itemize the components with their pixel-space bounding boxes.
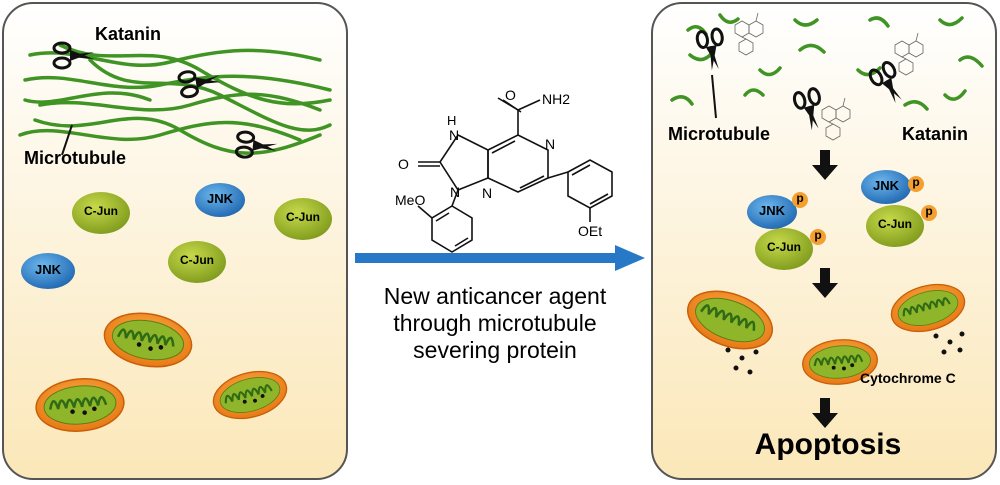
jnk-label: JNK: [206, 191, 233, 206]
pyrimidine-n-label: N: [545, 136, 555, 152]
compound-structure: [417, 97, 613, 253]
down-arrow-icon: [812, 268, 838, 298]
caption-line: New anticancer agent: [383, 283, 607, 309]
ethoxy-label: OEt: [578, 223, 602, 239]
caption-line: severing protein: [413, 337, 577, 363]
cjun-label: C-Jun: [286, 210, 320, 224]
jnk-label: JNK: [758, 203, 785, 218]
reaction-arrow-shaft: [355, 253, 617, 263]
apoptosis-label: Apoptosis: [754, 428, 902, 461]
jnk-protein: [747, 195, 797, 229]
cjun-protein: [866, 205, 924, 247]
down-arrow-icon: [812, 150, 838, 180]
cjun-label: C-Jun: [878, 217, 912, 231]
cjun-protein: [72, 192, 130, 234]
caption-line: through microtubule: [393, 310, 597, 336]
cjun-label: C-Jun: [767, 240, 801, 254]
phospho-label: p: [925, 204, 933, 218]
microtubule-pointer: [711, 74, 717, 119]
cjun-protein: [168, 241, 226, 283]
reaction-arrow-head: [615, 245, 645, 271]
jnk-label: JNK: [34, 262, 61, 277]
jnk-protein: [195, 183, 245, 217]
down-arrow-icon: [812, 398, 838, 428]
methoxy-label: MeO: [395, 192, 425, 208]
microtubule-label: Microtubule: [668, 124, 770, 144]
phospho-badge: [908, 176, 924, 192]
ring-n-label: N: [450, 184, 460, 200]
phospho-label: p: [912, 175, 920, 189]
phospho-badge: [792, 192, 808, 208]
amide-label: NH2: [542, 91, 570, 107]
nh-h-label: H: [447, 113, 456, 128]
katanin-label: Katanin: [95, 24, 162, 44]
cjun-protein: [274, 198, 332, 240]
amide-o: O: [505, 87, 516, 103]
jnk-protein: [861, 170, 911, 204]
cjun-label: C-Jun: [180, 253, 214, 267]
jnk-protein: [21, 253, 75, 289]
phospho-badge: [921, 205, 937, 221]
katanin-label: Katanin: [902, 124, 969, 144]
cytochrome-dots: [725, 331, 965, 375]
left-panel: [2, 2, 348, 480]
microtubule-pointer: [61, 124, 73, 156]
microtubule-label: Microtubule: [24, 148, 126, 168]
cytochrome-label: Cytochrome C: [860, 370, 956, 386]
cjun-protein: [755, 228, 813, 270]
nh-n-label: N: [449, 127, 459, 143]
pyrimidine-n-label: N: [482, 185, 492, 201]
cjun-label: C-Jun: [84, 204, 118, 218]
phospho-badge: [810, 229, 826, 245]
carbonyl-o-label: O: [398, 156, 409, 172]
jnk-label: JNK: [872, 178, 899, 193]
phospho-label: p: [796, 191, 804, 205]
mechanism-caption: New anticancer agent through microtubule…: [345, 283, 645, 364]
phospho-label: p: [814, 228, 822, 242]
